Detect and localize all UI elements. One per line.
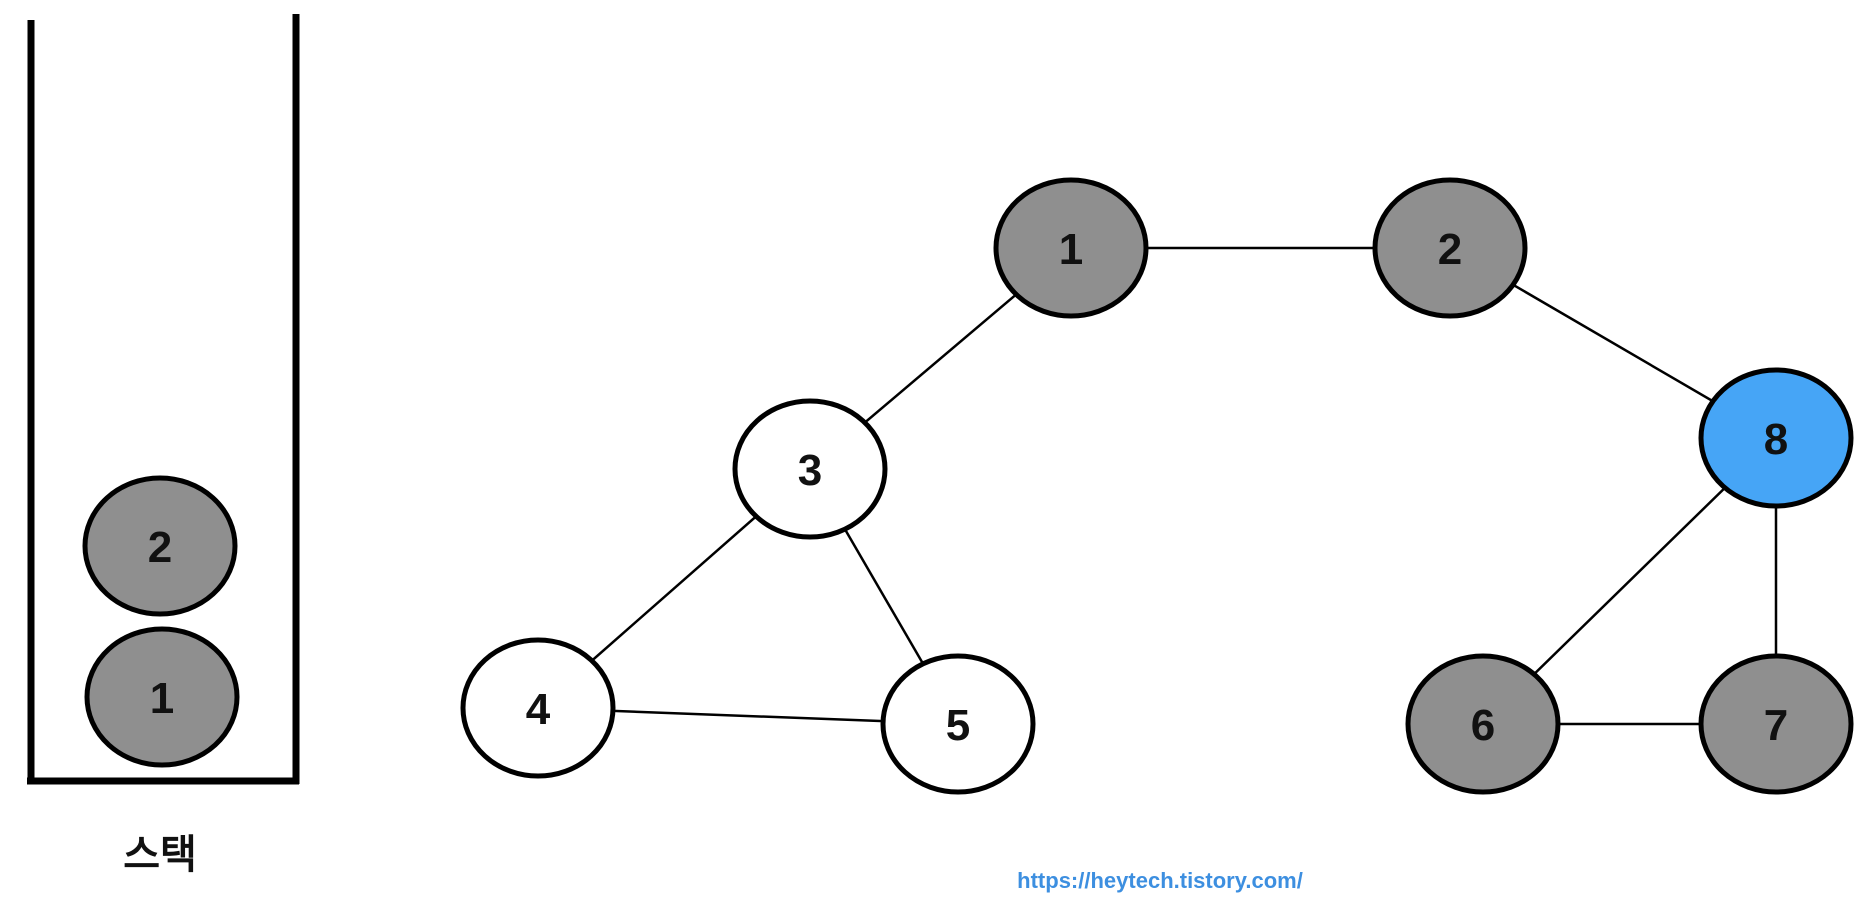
stack-container <box>27 14 300 785</box>
stack-item-2-label: 2 <box>148 523 172 572</box>
watermark-url: https://heytech.tistory.com/ <box>1017 868 1303 893</box>
graph-node-8-circle <box>1698 367 1854 509</box>
graph-nodes: 1 2 3 4 5 6 7 8 <box>460 177 1854 795</box>
graph-node-6: 6 <box>1405 653 1561 795</box>
graph-node-2-circle <box>1372 177 1528 319</box>
stack-item-2-circle <box>82 475 238 617</box>
stack-item-1-label: 1 <box>150 674 174 723</box>
graph-node-1-label: 1 <box>1059 225 1083 274</box>
graph-node-3-circle <box>732 398 888 540</box>
graph-node-2: 2 <box>1372 177 1528 319</box>
graph-node-7-label: 7 <box>1764 701 1788 750</box>
stack-item-1-circle <box>84 626 240 768</box>
graph-node-5: 5 <box>880 653 1036 795</box>
graph-node-4: 4 <box>460 637 616 779</box>
stack-item-1: 1 <box>84 626 240 768</box>
graph-node-1: 1 <box>993 177 1149 319</box>
graph-node-5-circle <box>880 653 1036 795</box>
graph-node-3-label: 3 <box>798 446 822 495</box>
graph-node-3: 3 <box>732 398 888 540</box>
graph-node-6-label: 6 <box>1471 701 1495 750</box>
graph-node-2-label: 2 <box>1438 225 1462 274</box>
graph-node-4-circle <box>460 637 616 779</box>
graph-node-4-label: 4 <box>526 685 551 734</box>
graph-node-1-circle <box>993 177 1149 319</box>
stack-item-2: 2 <box>82 475 238 617</box>
graph-node-5-label: 5 <box>946 701 970 750</box>
stack-items: 21 <box>82 475 240 768</box>
stack-label: 스택 <box>123 832 197 878</box>
graph-node-6-circle <box>1405 653 1561 795</box>
graph-node-7-circle <box>1698 653 1854 795</box>
graph-node-7: 7 <box>1698 653 1854 795</box>
graph-edges <box>537 246 1778 726</box>
graph-node-8-label: 8 <box>1764 415 1788 464</box>
graph-node-8: 8 <box>1698 367 1854 509</box>
